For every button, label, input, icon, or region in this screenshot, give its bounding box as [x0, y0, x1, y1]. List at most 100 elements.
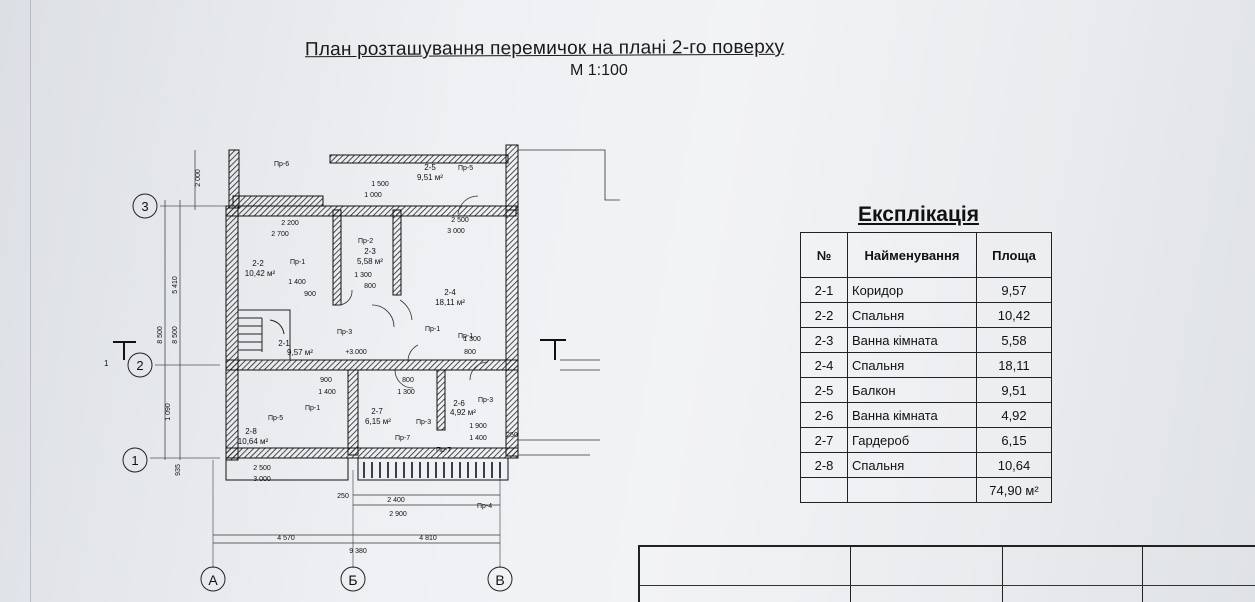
svg-text:Пр-1: Пр-1 [305, 405, 320, 412]
svg-text:1 400: 1 400 [318, 389, 336, 396]
svg-text:2 500: 2 500 [253, 465, 271, 472]
room-area: 6,15 [976, 427, 1052, 453]
section-mark-label: 1 [104, 359, 109, 368]
axis-lines [150, 205, 501, 568]
svg-text:1 300: 1 300 [397, 389, 415, 396]
room-name: Спальня [847, 452, 977, 478]
svg-text:1: 1 [131, 453, 138, 468]
svg-text:9,57 м²: 9,57 м² [287, 348, 313, 357]
svg-text:18,11 м²: 18,11 м² [435, 298, 465, 307]
room-area: 10,64 [976, 452, 1052, 478]
svg-text:Пр-7: Пр-7 [395, 435, 410, 442]
axis-marker-a: А [200, 566, 226, 592]
svg-text:3 000: 3 000 [253, 476, 271, 483]
svg-text:Пр-5: Пр-5 [458, 165, 473, 172]
svg-text:Пр-1: Пр-1 [290, 259, 305, 266]
svg-text:1 300: 1 300 [463, 336, 481, 343]
svg-text:2-8: 2-8 [245, 427, 257, 436]
axis-marker-b: Б [340, 566, 366, 592]
col-name: Найменування [847, 232, 977, 278]
svg-text:2-7: 2-7 [371, 407, 383, 416]
dimension-labels: 4 570 4 810 9 380 2 400 2 900 2 500 3 00… [253, 181, 518, 555]
room-name: Гардероб [847, 427, 977, 453]
room-name: Ванна кімната [847, 402, 977, 428]
room-name: Балкон [847, 377, 977, 403]
svg-text:1 400: 1 400 [288, 279, 306, 286]
svg-text:2-4: 2-4 [444, 288, 456, 297]
axis-marker-v: В [487, 566, 513, 592]
svg-text:Пр-7: Пр-7 [436, 447, 451, 454]
svg-text:Пр-3: Пр-3 [478, 397, 493, 404]
svg-text:2: 2 [136, 358, 143, 373]
svg-text:2 200: 2 200 [281, 220, 299, 227]
drawing-scale: М 1:100 [570, 62, 628, 79]
total-row: 74,90 м² [800, 477, 1052, 503]
svg-text:Пр-1: Пр-1 [425, 326, 440, 333]
svg-text:9 380: 9 380 [349, 548, 367, 555]
svg-text:1 300: 1 300 [354, 272, 372, 279]
table-row: 2-8 Спальня 10,64 [800, 452, 1052, 478]
table-row: 2-2 Спальня 10,42 [800, 302, 1052, 328]
title-block-divider [850, 547, 851, 602]
svg-text:2-5: 2-5 [424, 163, 436, 172]
table-row: 2-4 Спальня 18,11 [800, 352, 1052, 378]
room-area: 5,58 [976, 327, 1052, 353]
total-empty-cell [847, 477, 977, 503]
svg-text:250: 250 [506, 432, 518, 439]
explication-header-row: № Найменування Площа [800, 232, 1052, 278]
total-area: 74,90 м² [976, 477, 1052, 503]
svg-text:Пр-5: Пр-5 [268, 415, 283, 422]
section-mark-left [113, 341, 136, 360]
svg-text:1 090: 1 090 [165, 403, 172, 421]
svg-text:4 570: 4 570 [277, 535, 295, 542]
dimension-lines [164, 150, 500, 544]
title-block-divider [640, 585, 1255, 586]
svg-text:2-3: 2-3 [364, 247, 376, 256]
svg-text:В: В [495, 572, 504, 588]
svg-text:800: 800 [464, 349, 476, 356]
room-number: 2-2 [800, 302, 848, 328]
room-name: Ванна кімната [847, 327, 977, 353]
svg-text:Б: Б [348, 572, 357, 588]
explication-heading: Експлікація [858, 203, 979, 226]
svg-text:800: 800 [364, 283, 376, 290]
room-area: 9,57 [976, 277, 1052, 303]
svg-text:4,92 м²: 4,92 м² [450, 408, 476, 417]
room-number: 2-1 [800, 277, 848, 303]
sheet-fold-line [30, 0, 31, 602]
svg-text:10,42 м²: 10,42 м² [245, 269, 276, 278]
svg-text:3: 3 [141, 199, 148, 214]
svg-text:Пр-3: Пр-3 [337, 329, 352, 336]
table-row: 2-5 Балкон 9,51 [800, 377, 1052, 403]
room-area: 10,42 [976, 302, 1052, 328]
room-labels: 2-210,42 м² 2-35,58 м² 2-418,11 м² 2-59,… [238, 163, 477, 446]
svg-text:900: 900 [320, 377, 332, 384]
staircase [237, 309, 291, 361]
room-number: 2-5 [800, 377, 848, 403]
svg-text:8 500: 8 500 [172, 326, 179, 344]
svg-text:800: 800 [402, 377, 414, 384]
room-number: 2-3 [800, 327, 848, 353]
svg-text:900: 900 [304, 291, 316, 298]
walls [225, 144, 519, 461]
col-area: Площа [976, 232, 1052, 278]
svg-text:935: 935 [175, 464, 182, 476]
total-empty-cell [800, 477, 848, 503]
svg-text:Пр-1: Пр-1 [458, 333, 473, 340]
svg-text:2 500: 2 500 [451, 217, 469, 224]
svg-text:2-2: 2-2 [252, 259, 264, 268]
axis-marker-2: 2 [127, 352, 153, 378]
lintel-labels: Пр-1 Пр-1 Пр-1 Пр-2 Пр-3 Пр-1 Пр-3 Пр-3 … [268, 161, 493, 510]
table-row: 2-1 Коридор 9,57 [800, 277, 1052, 303]
bottom-balcony-railing [225, 457, 509, 481]
title-block-divider [1002, 547, 1003, 602]
svg-text:Пр-3: Пр-3 [416, 419, 431, 426]
axis-marker-3: 3 [132, 193, 158, 219]
room-area: 4,92 [976, 402, 1052, 428]
svg-text:2 700: 2 700 [271, 231, 289, 238]
svg-text:2-1: 2-1 [278, 339, 290, 348]
vertical-dimension-labels: 8 500 8 500 5 410 1 090 2 000 935 [157, 169, 202, 476]
title-block [638, 545, 1255, 602]
